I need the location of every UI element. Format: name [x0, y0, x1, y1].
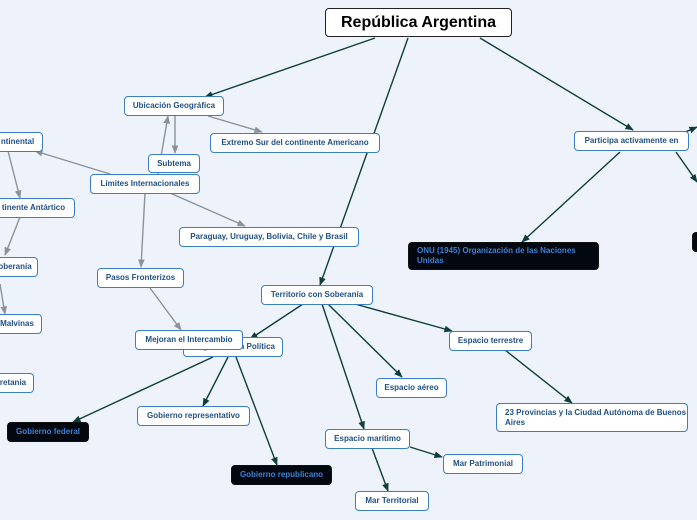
node-onu[interactable]: ONU (1945) Organización de las Naciones … — [408, 242, 599, 270]
node-pasos-fronterizos[interactable]: Pasos Fronterizos — [97, 268, 184, 288]
edge-territorio-aereo — [327, 303, 403, 378]
edge-terrestre-provincias — [504, 349, 573, 404]
node-mar-territorial[interactable]: Mar Territorial — [355, 491, 429, 511]
edge-ubicacion-extremo — [207, 115, 263, 134]
edge-participa-onu — [521, 151, 621, 243]
node-espacio-maritimo[interactable]: Espacio marítimo — [325, 429, 410, 449]
edge-organizacion-federal — [72, 356, 214, 423]
edge-participa-offright-2 — [675, 151, 697, 183]
edge-territorio-maritimo — [321, 303, 365, 430]
edge-limites-paises — [169, 192, 246, 227]
node-limites-internacionales[interactable]: Límites Internacionales — [90, 174, 200, 194]
node-gobierno-republicano[interactable]: Gobierno republicano — [231, 465, 332, 485]
edge-continental-antartico — [7, 150, 22, 199]
node-territorio-soberania[interactable]: Territorio con Soberanía — [261, 285, 373, 305]
node-espacio-aereo[interactable]: Espacio aéreo — [376, 378, 447, 398]
node-gobierno-representativo[interactable]: Gobierno representativo — [137, 406, 250, 426]
edge-limites-pasos — [138, 192, 146, 268]
edge-root-ubicacion — [204, 37, 376, 98]
edge-organizacion-representativo — [202, 356, 229, 407]
edge-root-territorio — [319, 37, 409, 286]
root-node[interactable]: República Argentina — [325, 8, 512, 37]
edge-organizacion-republicano — [235, 356, 278, 466]
node-bretania[interactable]: retania — [0, 373, 34, 393]
node-ubicacion-geografica[interactable]: Ubicación Geográfica — [124, 96, 224, 116]
node-soberania[interactable]: oberanía — [0, 257, 38, 277]
edge-root-participa — [479, 37, 634, 131]
node-mar-patrimonial[interactable]: Mar Patrimonial — [443, 454, 523, 474]
node-extremo-sur[interactable]: Extremo Sur del continente Americano — [210, 133, 380, 153]
edge-territorio-organizacion — [249, 303, 304, 340]
edge-territorio-terrestre — [354, 303, 453, 333]
edge-maritimo-patrimonial — [409, 446, 443, 458]
node-continente-antartico[interactable]: tinente Antártico — [0, 198, 75, 218]
node-malvinas[interactable]: Malvinas — [0, 314, 42, 334]
node-subtema[interactable]: Subtema — [148, 154, 200, 173]
edge-limites-continental — [34, 150, 111, 175]
node-provincias[interactable]: 23 Provincias y la Ciudad Autónoma de Bu… — [496, 403, 688, 432]
node-participa-activamente[interactable]: Participa activamente en — [574, 131, 689, 151]
node-espacio-terrestre[interactable]: Espacio terrestre — [449, 331, 532, 351]
edge-pasos-mejoran — [149, 287, 182, 331]
node-continental[interactable]: ntinental — [0, 132, 43, 152]
edge-maritimo-territorial — [371, 447, 389, 492]
node-paises-limitrofes[interactable]: Paraguay, Uruguay, Bolivia, Chile y Bras… — [179, 227, 359, 247]
node-gobierno-federal[interactable]: Gobierno federal — [7, 422, 89, 442]
node-mejoran-intercambio[interactable]: Mejoran el Intercambio — [135, 330, 243, 350]
edge-antartico-soberania — [4, 216, 21, 256]
node-offscreen-right[interactable] — [692, 232, 697, 252]
edge-soberania-malvinas — [0, 283, 8, 315]
